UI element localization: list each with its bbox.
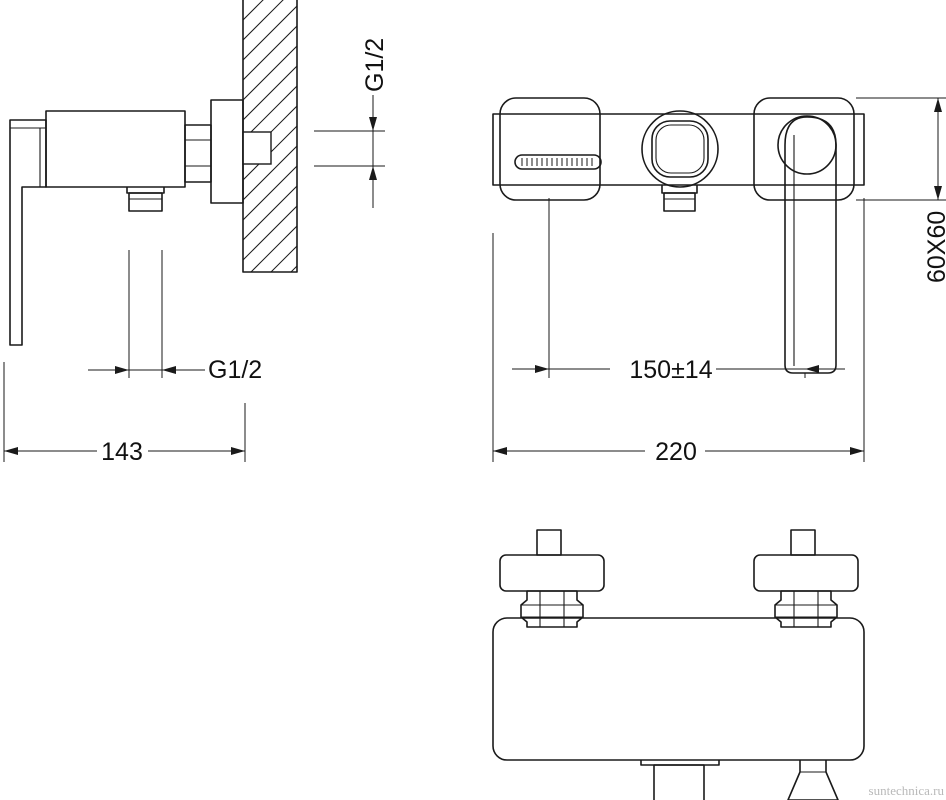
lever-handle-side — [9, 119, 47, 346]
depth-label: 143 — [101, 438, 143, 466]
right-connector — [753, 529, 859, 628]
outlet-thread-label: G1/2 — [208, 356, 262, 384]
right-wall-plate — [753, 97, 855, 201]
wall-section — [242, 0, 298, 273]
top-view — [492, 529, 865, 800]
lever-tip-top-view — [787, 760, 839, 800]
dimension-outlet-offset: 150±14 — [512, 198, 845, 384]
dimension-inlet-thread: G1/2 — [314, 38, 389, 208]
left-connector — [499, 529, 605, 628]
mixer-body-front — [492, 113, 865, 186]
outlet-nipple-side — [126, 187, 165, 212]
control-knob — [641, 110, 719, 188]
inlet-thread-label: G1/2 — [361, 38, 389, 92]
wall-plate-label: 60X60 — [923, 211, 946, 283]
dimension-outlet-thread: G1/2 — [88, 250, 262, 384]
side-view: G1/2 G1/2 143 — [3, 0, 389, 466]
mixer-body-top — [492, 617, 865, 761]
lever-handle-front — [777, 115, 837, 374]
outlet-offset-label: 150±14 — [629, 356, 712, 384]
eccentric-nut — [184, 124, 212, 183]
watermark: suntechnica.ru — [869, 783, 945, 798]
dimension-depth: 143 — [3, 362, 246, 466]
dimension-width: 220 — [492, 198, 865, 466]
left-wall-plate — [499, 97, 601, 201]
diverter-button — [514, 154, 602, 170]
mixer-body-side — [45, 110, 186, 188]
front-view: 60X60 150±14 220 — [492, 97, 946, 466]
outlet-top-view — [640, 760, 720, 800]
width-label: 220 — [655, 438, 697, 466]
wall-plate — [210, 99, 244, 204]
dimension-wall-plate: 60X60 — [856, 97, 946, 283]
outlet-nipple-front — [661, 185, 698, 212]
